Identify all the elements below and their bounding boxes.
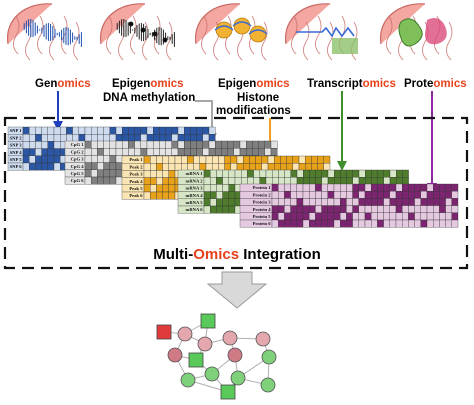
row-label: CpG 2 <box>71 149 85 154</box>
network-node <box>156 324 172 340</box>
network-node <box>227 347 243 363</box>
row-label: SNP 1 <box>10 128 23 133</box>
network-node <box>260 377 276 393</box>
network-icon <box>156 313 277 400</box>
network-node <box>261 349 277 365</box>
row-label: Protein 6 <box>253 221 272 226</box>
brain-transcript-icon <box>285 3 358 61</box>
row-label: Peak 2 <box>129 164 143 169</box>
label-proteomics: Proteomics <box>404 78 467 90</box>
network-node <box>180 372 196 388</box>
network-node <box>177 326 193 342</box>
sublabel-modifications: modifications <box>216 105 291 117</box>
network-node <box>197 336 213 352</box>
row-label: mRNA 1 <box>186 171 204 176</box>
row-label: mRNA 5 <box>186 200 204 205</box>
row-label: SNP 3 <box>10 143 23 148</box>
label-epigenomics-histone: Epigenomics <box>218 78 290 90</box>
row-label: Protein 4 <box>253 207 272 212</box>
label-epigenomics-methylation: Epigenomics <box>112 78 184 90</box>
row-label: Peak 5 <box>129 186 143 191</box>
row-label: CpG 3 <box>71 157 85 162</box>
row-label: Protein 5 <box>253 214 272 219</box>
network-node <box>167 347 183 363</box>
row-label: SNP 4 <box>10 150 23 155</box>
row-label: Protein 1 <box>253 185 272 190</box>
brain-row <box>7 3 453 61</box>
brain-methylation-icon <box>100 3 175 61</box>
label-transcriptomics: Transcriptomics <box>307 78 396 90</box>
row-label: mRNA 3 <box>186 186 204 191</box>
data-matrix-stack: SNP 1 SNP 2 SNP 3 SNP 4 SNP 5 SNP 6 CpG 1 CpG 2… <box>7 126 459 228</box>
integration-title: Multi-Omics Integration <box>153 246 321 263</box>
matrix-block-5: Protein 1 Protein 2 Protein 3 Protein 4 Prot… <box>239 183 459 228</box>
network-node <box>220 384 236 400</box>
row-label: Peak 4 <box>129 179 143 184</box>
row-label: Peak 3 <box>129 172 143 177</box>
row-label: Peak 1 <box>129 157 143 162</box>
row-label: CpG 4 <box>71 164 85 169</box>
row-label: mRNA 2 <box>186 178 204 183</box>
network-node <box>230 370 246 386</box>
network-node <box>255 331 271 347</box>
brain-dna-icon <box>7 3 82 61</box>
brain-histone-icon <box>195 3 268 61</box>
sublabel-dna-methylation: DNA methylation <box>103 92 195 104</box>
row-label: SNP 6 <box>10 164 23 169</box>
brain-protein-icon <box>380 3 453 61</box>
row-label: Protein 2 <box>253 192 272 197</box>
network-node <box>200 313 216 329</box>
row-label: Protein 3 <box>253 200 272 205</box>
network-node <box>188 352 204 368</box>
network-node <box>204 366 220 382</box>
sublabel-histone: Histone <box>237 92 279 104</box>
integration-arrow <box>206 271 268 309</box>
row-label: Peak 6 <box>129 193 143 198</box>
row-label: CpG 6 <box>71 178 85 183</box>
row-label: CpG 5 <box>71 171 85 176</box>
label-genomics: Genomics <box>35 78 91 90</box>
row-label: SNP 5 <box>10 157 23 162</box>
row-label: mRNA 4 <box>186 193 204 198</box>
row-label: mRNA 6 <box>186 207 204 212</box>
network-node <box>222 330 238 346</box>
integration-box <box>3 116 469 270</box>
row-label: CpG 1 <box>71 142 85 147</box>
row-label: SNP 2 <box>10 135 23 140</box>
